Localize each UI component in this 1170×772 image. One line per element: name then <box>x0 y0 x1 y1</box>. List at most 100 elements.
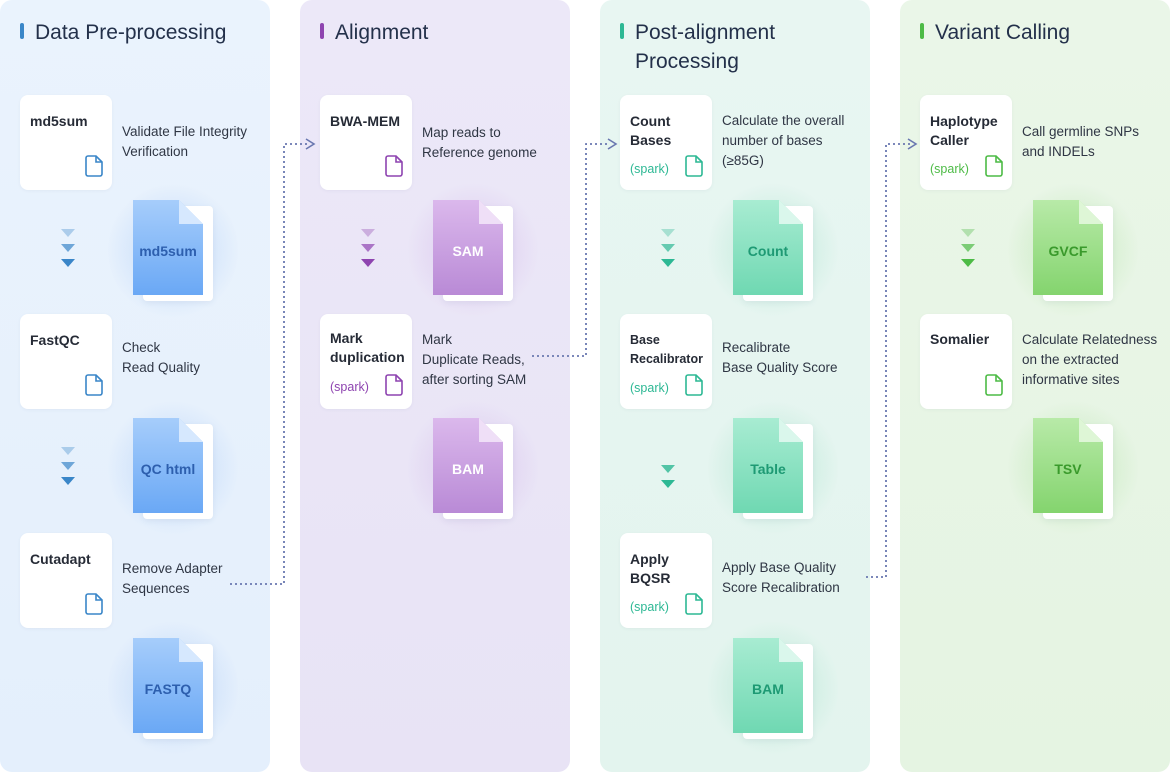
step-name: Base Recalibrator <box>630 333 703 366</box>
file-icon <box>733 638 803 733</box>
document-icon <box>985 155 1003 177</box>
output-file-bam-recal: BAM <box>708 618 838 758</box>
step-card-md5sum[interactable]: md5sum <box>20 95 112 190</box>
chevron-down-icon <box>361 244 375 252</box>
flow-arrows <box>60 228 78 273</box>
output-file-tsv: TSV <box>1008 398 1138 538</box>
flow-arrows <box>960 228 978 273</box>
chevron-down-icon <box>361 259 375 267</box>
column-variant-calling: Variant Calling Haplotype Caller (spark)… <box>900 0 1170 772</box>
chevron-down-icon <box>661 465 675 473</box>
step-card-somalier[interactable]: Somalier <box>920 314 1012 409</box>
step-card-base-recalibrator[interactable]: Base Recalibrator (spark) <box>620 314 712 409</box>
flow-arrows <box>660 464 678 494</box>
output-file-label: TSV <box>1054 461 1082 477</box>
column-title: Alignment <box>320 18 555 47</box>
output-file-label: FASTQ <box>144 681 192 697</box>
flow-arrows <box>60 446 78 491</box>
file-icon <box>1033 418 1103 513</box>
chevron-down-icon <box>61 259 75 267</box>
step-card-apply-bqsr[interactable]: Apply BQSR (spark) <box>620 533 712 628</box>
flow-arrows <box>360 228 378 273</box>
step-name: Apply BQSR <box>630 551 671 586</box>
chevron-down-icon <box>661 480 675 488</box>
step-card-count-bases[interactable]: Count Bases (spark) <box>620 95 712 190</box>
output-file-label: GVCF <box>1048 243 1088 259</box>
file-icon <box>133 200 203 295</box>
step-description: Recalibrate Base Quality Score <box>722 340 838 375</box>
step-name: BWA-MEM <box>330 113 400 129</box>
step-card-haplotype-caller[interactable]: Haplotype Caller (spark) <box>920 95 1012 190</box>
step-name: Cutadapt <box>30 551 91 567</box>
document-icon <box>985 374 1003 396</box>
output-file-label: QC html <box>140 461 196 477</box>
file-icon <box>433 200 503 295</box>
output-file-label: md5sum <box>139 243 197 259</box>
chevron-down-icon <box>61 447 75 455</box>
document-icon <box>385 374 403 396</box>
file-icon <box>433 418 503 513</box>
chevron-down-icon <box>61 229 75 237</box>
output-file-md5sum: md5sum <box>108 180 238 320</box>
flow-arrows <box>660 228 678 273</box>
file-icon <box>1033 200 1103 295</box>
output-file-fastq: FASTQ <box>108 618 238 758</box>
file-icon <box>133 418 203 513</box>
output-file-label: Table <box>750 461 786 477</box>
step-name: Haplotype Caller <box>930 113 998 148</box>
step-description: Validate File Integrity Verification <box>122 124 248 159</box>
chevron-down-icon <box>661 229 675 237</box>
document-icon <box>685 155 703 177</box>
step-name: md5sum <box>30 113 88 129</box>
output-file-label: Count <box>747 243 789 259</box>
column-data-preprocessing: Data Pre-processing md5sum Validate File… <box>0 0 270 772</box>
step-card-bwa-mem[interactable]: BWA-MEM <box>320 95 412 190</box>
document-icon <box>685 593 703 615</box>
chevron-down-icon <box>961 229 975 237</box>
spark-tag: (spark) <box>330 380 369 394</box>
step-description: Map reads to Reference genome <box>422 125 537 160</box>
file-icon <box>133 638 203 733</box>
spark-tag: (spark) <box>630 381 669 395</box>
step-description: Call germline SNPs and INDELs <box>1022 124 1140 159</box>
step-name: Mark duplication <box>330 330 405 365</box>
chevron-down-icon <box>661 244 675 252</box>
output-file-label: SAM <box>452 243 484 259</box>
output-file-sam: SAM <box>408 180 538 320</box>
column-title: Post-alignment Processing <box>620 18 810 76</box>
step-name: FastQC <box>30 332 80 348</box>
output-file-count: Count <box>708 180 838 320</box>
column-title: Variant Calling <box>920 18 1155 47</box>
spark-tag: (spark) <box>930 162 969 176</box>
step-description: Apply Base Quality Score Recalibration <box>722 560 840 595</box>
step-description: Calculate the overall number of bases (≥… <box>722 113 845 168</box>
chevron-down-icon <box>361 229 375 237</box>
chevron-down-icon <box>961 244 975 252</box>
output-file-table: Table <box>708 398 838 538</box>
document-icon <box>85 593 103 615</box>
column-post-alignment: Post-alignment Processing Count Bases (s… <box>600 0 870 772</box>
spark-tag: (spark) <box>630 162 669 176</box>
step-card-mark-duplication[interactable]: Mark duplication (spark) <box>320 314 412 409</box>
step-description: Mark Duplicate Reads, after sorting SAM <box>422 332 527 387</box>
file-icon <box>733 200 803 295</box>
column-title: Data Pre-processing <box>20 18 255 47</box>
document-icon <box>385 155 403 177</box>
spark-tag: (spark) <box>630 600 669 614</box>
output-file-gvcf: GVCF <box>1008 180 1138 320</box>
file-icon <box>733 418 803 513</box>
column-alignment: Alignment BWA-MEM Map reads to Reference… <box>300 0 570 772</box>
chevron-down-icon <box>661 259 675 267</box>
step-name: Count Bases <box>630 113 672 148</box>
chevron-down-icon <box>61 462 75 470</box>
output-file-label: BAM <box>752 681 784 697</box>
output-file-qc-html: QC html <box>108 398 238 538</box>
document-icon <box>685 374 703 396</box>
step-card-cutadapt[interactable]: Cutadapt <box>20 533 112 628</box>
step-description: Remove Adapter Sequences <box>122 561 223 596</box>
document-icon <box>85 155 103 177</box>
chevron-down-icon <box>961 259 975 267</box>
document-icon <box>85 374 103 396</box>
chevron-down-icon <box>61 477 75 485</box>
step-card-fastqc[interactable]: FastQC <box>20 314 112 409</box>
